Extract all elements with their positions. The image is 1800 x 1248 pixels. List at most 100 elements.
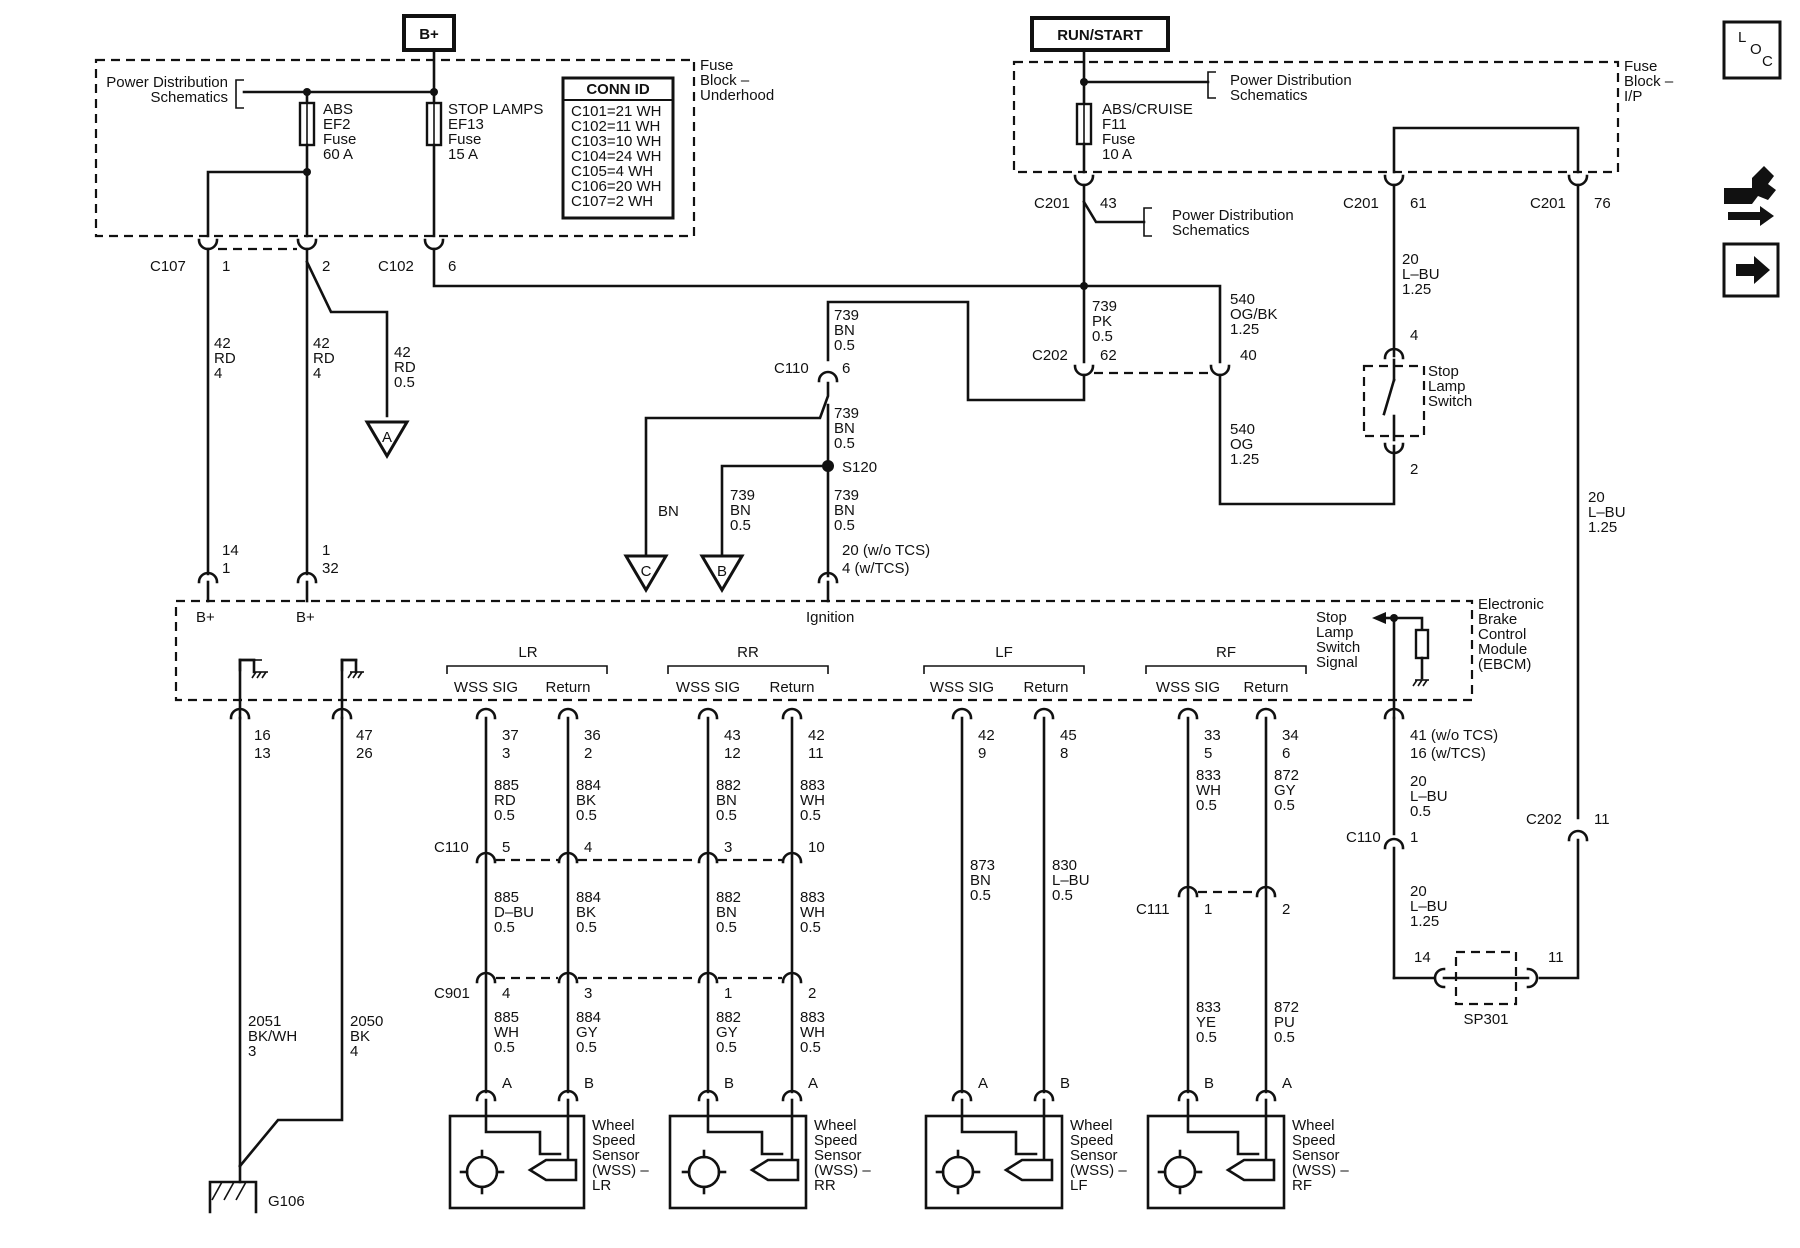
c202-pin: 40 bbox=[1240, 347, 1257, 364]
wire-label: 20 bbox=[1588, 489, 1605, 506]
connector-c202-11: C202 11 bbox=[1526, 811, 1610, 842]
wire-label: OG bbox=[1230, 436, 1253, 453]
wire-label: 883 bbox=[800, 889, 825, 906]
switch-pin: 2 bbox=[1410, 461, 1418, 478]
group-name: RF bbox=[1216, 644, 1236, 661]
sensor-name: Sensor bbox=[1292, 1147, 1340, 1164]
ebcm-pin: 41 (w/o TCS) bbox=[1410, 727, 1498, 744]
ip-fuse-line1: ABS/CRUISE bbox=[1102, 101, 1193, 118]
conn-id-row: C104=24 WH bbox=[571, 148, 661, 165]
sensor-name: Sensor bbox=[1070, 1147, 1118, 1164]
loc-letter: L bbox=[1738, 29, 1746, 46]
wss-sensor-rf: B A Wheel Speed Sensor (WSS) – RF bbox=[1146, 1075, 1349, 1210]
ebcm-pin: 16 (w/TCS) bbox=[1410, 745, 1486, 762]
c110-pin: 10 bbox=[808, 839, 825, 856]
wire-label: 883 bbox=[800, 1009, 825, 1026]
s120-label: S120 bbox=[842, 459, 877, 476]
wire-label: GY bbox=[1274, 782, 1296, 799]
wss-group-rf: RF WSS SIG Return bbox=[1145, 644, 1307, 696]
abs-fuse-line3: Fuse bbox=[323, 131, 356, 148]
stop-signal-line1: Stop bbox=[1316, 609, 1347, 626]
sensor-pin: B bbox=[584, 1075, 594, 1092]
ebcm-pin: 34 bbox=[1282, 727, 1299, 744]
ebcm-pin: 16 bbox=[254, 727, 271, 744]
ip-fuse-line3: Fuse bbox=[1102, 131, 1135, 148]
sensor-name: Wheel bbox=[1292, 1117, 1335, 1134]
wire-label: 540 bbox=[1230, 421, 1255, 438]
connector-icon[interactable] bbox=[1724, 166, 1776, 226]
conn-id-row: C103=10 WH bbox=[571, 133, 661, 150]
sensor-name: (WSS) – bbox=[1070, 1162, 1127, 1179]
conn-id-title: CONN ID bbox=[586, 81, 650, 98]
wss-sig-label: WSS SIG bbox=[1156, 679, 1220, 696]
c901-pin: 1 bbox=[724, 985, 732, 1002]
c110-label: C110 bbox=[1346, 829, 1381, 846]
wire-label: 42 bbox=[313, 335, 330, 352]
c110-label: C110 bbox=[434, 839, 469, 856]
next-page-icon[interactable] bbox=[1722, 242, 1780, 298]
return-label: Return bbox=[545, 679, 590, 696]
wire-label: YE bbox=[1196, 1014, 1216, 1031]
wire-label: 0.5 bbox=[716, 807, 737, 824]
abs-fuse-line2: EF2 bbox=[323, 116, 351, 133]
ebcm-pin: 2 bbox=[584, 745, 592, 762]
stop-fuse-line4: 15 A bbox=[448, 146, 478, 163]
wss-sig-label: WSS SIG bbox=[930, 679, 994, 696]
c201-label: C201 bbox=[1034, 195, 1070, 212]
sensor-name: LR bbox=[592, 1177, 611, 1194]
c111-pin: 1 bbox=[1204, 901, 1212, 918]
wire-label: 882 bbox=[716, 1009, 741, 1026]
ebcm-pin: 1 bbox=[322, 542, 330, 559]
c111-pin: 2 bbox=[1282, 901, 1290, 918]
wire-label: RD bbox=[214, 350, 236, 367]
sensor-pin: A bbox=[1282, 1075, 1292, 1092]
ground-g106: G106 bbox=[208, 1164, 305, 1214]
ebcm-name-line5: (EBCM) bbox=[1478, 656, 1531, 673]
wire-label: RD bbox=[394, 359, 416, 376]
return-label: Return bbox=[769, 679, 814, 696]
ip-pds-line1: Power Distribution bbox=[1230, 72, 1352, 89]
sensor-name: (WSS) – bbox=[592, 1162, 649, 1179]
c110-pin: 6 bbox=[842, 360, 850, 377]
fuse-block-ip: Fuse Block – I/P Power Distribution Sche… bbox=[1012, 48, 1674, 174]
wire-label: 0.5 bbox=[1274, 797, 1295, 814]
wire-label: BN bbox=[970, 872, 991, 889]
fuse-block-ip-line2: Block – bbox=[1624, 73, 1674, 90]
stop-lamp-switch-signal: Stop Lamp Switch Signal bbox=[1316, 609, 1430, 702]
stop-fuse-line3: Fuse bbox=[448, 131, 481, 148]
wss-sensor-lr: A B Wheel Speed Sensor (WSS) – LR bbox=[448, 1075, 649, 1210]
group-name: LR bbox=[518, 644, 537, 661]
wire-label: WH bbox=[1196, 782, 1221, 799]
location-icon[interactable]: L O C bbox=[1722, 20, 1782, 80]
ebcm-pin: 14 bbox=[222, 542, 239, 559]
wss-sensor-icon bbox=[941, 1155, 975, 1189]
wire-label: 0.5 bbox=[834, 517, 855, 534]
ebcm-bplus-b-label: B+ bbox=[296, 609, 315, 626]
wss-group-lf: LF WSS SIG Return bbox=[923, 644, 1085, 696]
conn-id-row: C102=11 WH bbox=[571, 118, 660, 135]
c202-pin: 62 bbox=[1100, 347, 1117, 364]
ebcm-name-line1: Electronic bbox=[1478, 596, 1544, 613]
ebcm-pin: 8 bbox=[1060, 745, 1068, 762]
ebcm-pin: 43 bbox=[724, 727, 741, 744]
stop-switch-line1: Stop bbox=[1428, 363, 1459, 380]
wire-label: BN bbox=[716, 904, 737, 921]
wire-label: 739 bbox=[834, 405, 859, 422]
wire-label: 2051 bbox=[248, 1013, 281, 1030]
pds-label-1a: Power Distribution bbox=[106, 74, 228, 91]
wire-label: RD bbox=[313, 350, 335, 367]
wire-label: BK bbox=[576, 792, 596, 809]
sensor-name: Wheel bbox=[592, 1117, 635, 1134]
wire-label: BN bbox=[716, 792, 737, 809]
sensor-pin: B bbox=[1060, 1075, 1070, 1092]
stop-signal-line3: Switch bbox=[1316, 639, 1360, 656]
run-start-power-text: RUN/START bbox=[1057, 27, 1143, 44]
sensor-name: (WSS) – bbox=[814, 1162, 871, 1179]
wire-label: 540 bbox=[1230, 291, 1255, 308]
wire-label: WH bbox=[800, 904, 825, 921]
wire-label: 0.5 bbox=[576, 807, 597, 824]
c107-pin2: 2 bbox=[322, 258, 330, 275]
wire-label: PU bbox=[1274, 1014, 1295, 1031]
ebcm-bplus-a-label: B+ bbox=[196, 609, 215, 626]
sensor-name: Wheel bbox=[1070, 1117, 1113, 1134]
